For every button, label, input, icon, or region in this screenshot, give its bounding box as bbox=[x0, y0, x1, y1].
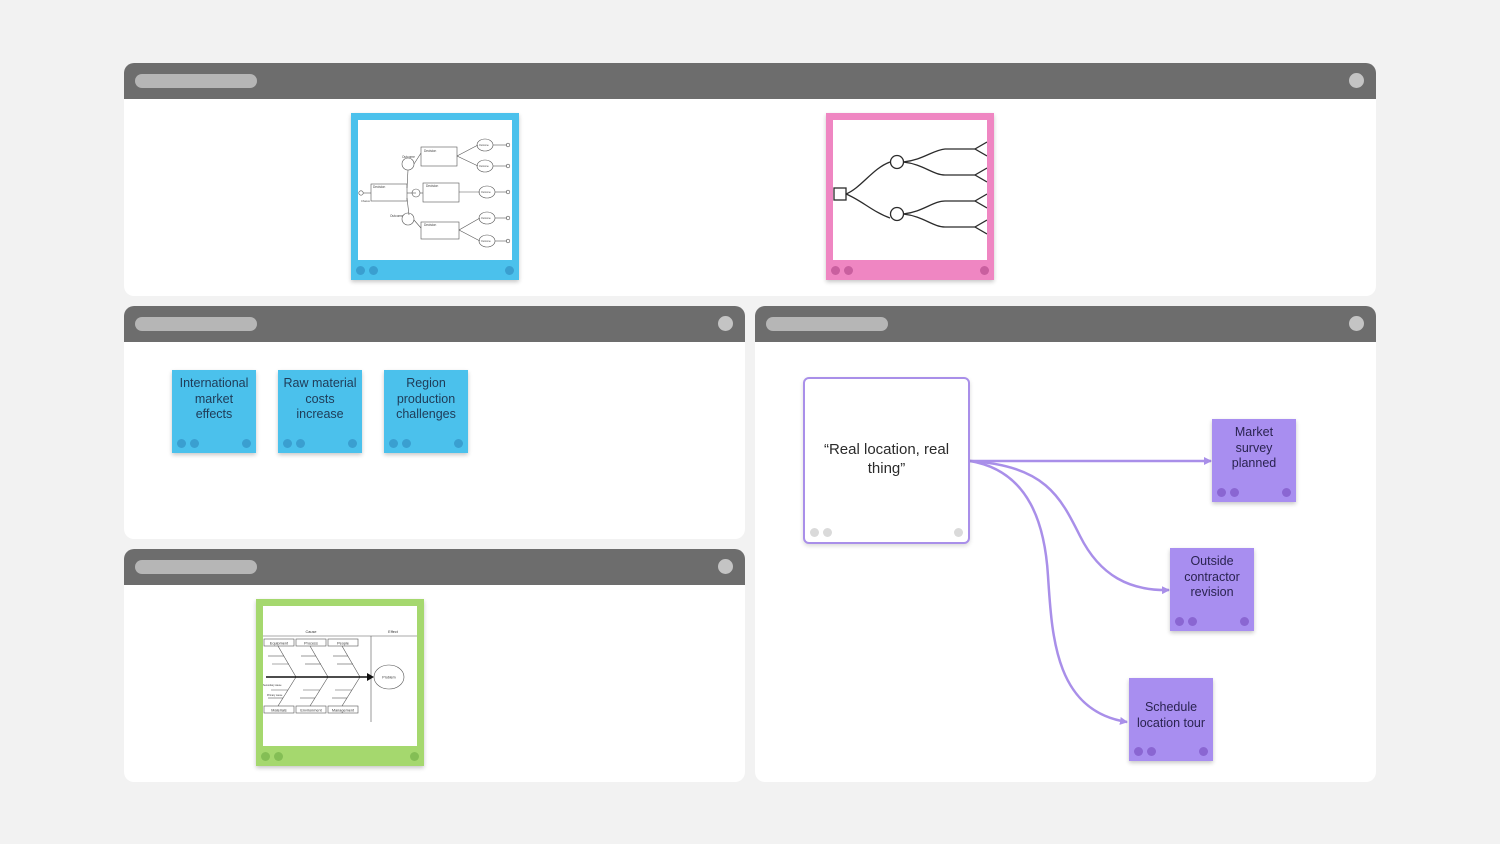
panel-header[interactable] bbox=[124, 306, 745, 342]
sticky-footer-dots bbox=[1134, 747, 1156, 756]
sticky-note-text: Outside contractor revision bbox=[1184, 554, 1240, 600]
panel-menu-button[interactable] bbox=[1349, 316, 1364, 331]
tree-label: Decision bbox=[424, 149, 436, 153]
panel-menu-button[interactable] bbox=[718, 316, 733, 331]
fishbone-category-label: Environment bbox=[300, 709, 322, 713]
sticky-footer-dots bbox=[177, 439, 199, 448]
tree-label: Outcome bbox=[479, 144, 489, 147]
fishbone-diagram: Cause Effect Problem Equipment Process P… bbox=[263, 606, 417, 746]
decision-tree-diagram: Decision Outcome Decision Decision Decis… bbox=[358, 120, 512, 260]
tree-label: Chance bbox=[361, 199, 370, 203]
actions-panel: “Real location, real thing” Market surve… bbox=[755, 306, 1376, 782]
fishbone-frame[interactable]: Cause Effect Problem Equipment Process P… bbox=[256, 599, 424, 766]
sticky-note-text: Schedule location tour bbox=[1136, 700, 1206, 730]
tree-label: Outcome bbox=[479, 165, 489, 168]
sticky-note-text: Raw material costs increase bbox=[283, 376, 357, 422]
tree-label: Decision bbox=[373, 185, 385, 189]
fishbone-category-label: People bbox=[337, 642, 349, 646]
tree-label: Outcome bbox=[481, 191, 491, 194]
panel-menu-button[interactable] bbox=[1349, 73, 1364, 88]
frame-footer-dots bbox=[261, 752, 283, 761]
frame-footer-dot bbox=[980, 266, 989, 275]
panel-menu-button[interactable] bbox=[718, 559, 733, 574]
sticky-note[interactable]: Raw material costs increase bbox=[278, 370, 362, 453]
tree-label: Outcome bbox=[481, 217, 491, 220]
fishbone-category-label: Materials bbox=[271, 709, 287, 713]
frame-footer-dots bbox=[356, 266, 378, 275]
frame-footer-dots bbox=[831, 266, 853, 275]
panel-header[interactable] bbox=[755, 306, 1376, 342]
sticky-footer-dot bbox=[454, 439, 463, 448]
panel-title-placeholder bbox=[135, 560, 257, 574]
fishbone-primary-label: Primary cause bbox=[267, 694, 283, 697]
sticky-footer-dot bbox=[1240, 617, 1249, 626]
sticky-footer-dots bbox=[1217, 488, 1239, 497]
action-sticky-note[interactable]: Schedule location tour bbox=[1129, 678, 1213, 761]
fishbone-category-label: Equipment bbox=[270, 642, 289, 646]
panel-header[interactable] bbox=[124, 63, 1376, 99]
sticky-note[interactable]: Region production challenges bbox=[384, 370, 468, 453]
tree-label: Outcome bbox=[402, 155, 415, 159]
tree-shapes-diagram bbox=[833, 120, 987, 260]
frame-footer-dot bbox=[410, 752, 419, 761]
panel-title-placeholder bbox=[766, 317, 888, 331]
fishbone-problem-label: Problem bbox=[382, 676, 395, 680]
factors-panel: International market effects Raw materia… bbox=[124, 306, 745, 539]
fishbone-cause-label: Cause bbox=[306, 630, 317, 634]
frame-footer-dot bbox=[505, 266, 514, 275]
fishbone-effect-label: Effect bbox=[388, 630, 399, 634]
quote-text: “Real location, real thing” bbox=[823, 441, 950, 477]
action-sticky-note[interactable]: Market survey planned bbox=[1212, 419, 1296, 502]
fishbone-panel: Cause Effect Problem Equipment Process P… bbox=[124, 549, 745, 782]
top-panel: Decision Outcome Decision Decision Decis… bbox=[124, 63, 1376, 296]
panel-header[interactable] bbox=[124, 549, 745, 585]
tree-label: Outcome bbox=[390, 214, 403, 218]
sticky-footer-dot bbox=[1282, 488, 1291, 497]
quote-footer-dot bbox=[954, 528, 963, 537]
sticky-footer-dot bbox=[348, 439, 357, 448]
tree-label: Decision bbox=[426, 184, 438, 188]
quote-footer-dots bbox=[810, 528, 832, 537]
sticky-footer-dot bbox=[1199, 747, 1208, 756]
sticky-footer-dots bbox=[283, 439, 305, 448]
connector-to-contractor-revision[interactable] bbox=[969, 459, 1170, 595]
sticky-note-text: Market survey planned bbox=[1231, 425, 1277, 471]
sticky-note-text: Region production challenges bbox=[396, 376, 456, 422]
tree-label: Outcome bbox=[481, 240, 491, 243]
decision-tree-frame[interactable]: Decision Outcome Decision Decision Decis… bbox=[351, 113, 519, 280]
panel-title-placeholder bbox=[135, 317, 257, 331]
panel-title-placeholder bbox=[135, 74, 257, 88]
tree-shapes-frame[interactable] bbox=[826, 113, 994, 280]
sticky-note[interactable]: International market effects bbox=[172, 370, 256, 453]
sticky-note-text: International market effects bbox=[179, 376, 249, 422]
fishbone-category-label: Management bbox=[332, 709, 355, 713]
sticky-footer-dot bbox=[242, 439, 251, 448]
connector-to-location-tour[interactable] bbox=[969, 459, 1128, 725]
action-sticky-note[interactable]: Outside contractor revision bbox=[1170, 548, 1254, 631]
sticky-footer-dots bbox=[1175, 617, 1197, 626]
tree-label: Decision bbox=[424, 223, 436, 227]
fishbone-secondary-label: Secondary cause bbox=[263, 684, 282, 687]
quote-card[interactable]: “Real location, real thing” bbox=[803, 377, 970, 544]
fishbone-category-label: Process bbox=[304, 642, 318, 646]
sticky-footer-dots bbox=[389, 439, 411, 448]
